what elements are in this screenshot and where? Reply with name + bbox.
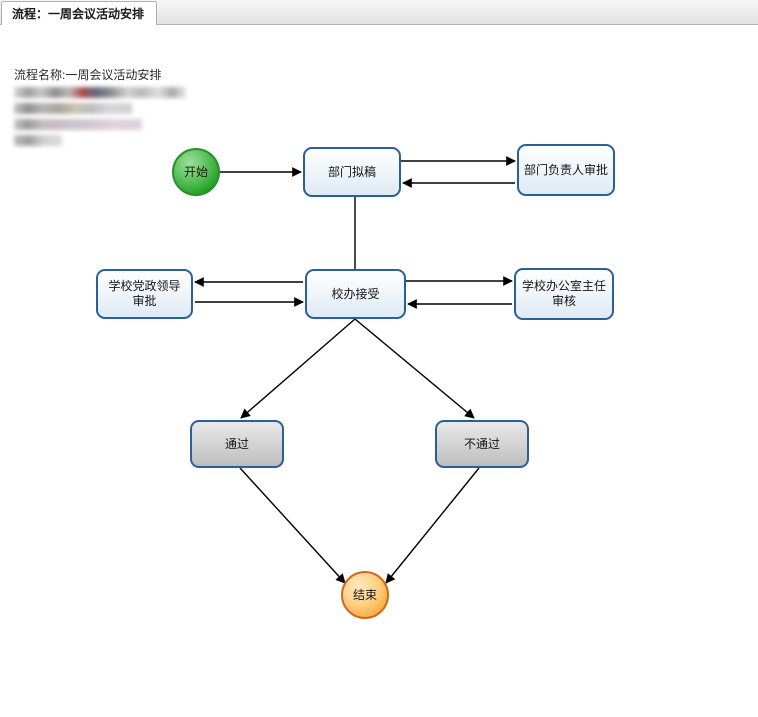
node-party-leader-approval-label: 学校党政领导审批 xyxy=(108,279,181,308)
edge-pass-to-end xyxy=(239,467,346,584)
node-school-office-receive[interactable]: 校办接受 xyxy=(305,269,406,319)
node-party-leader-approval[interactable]: 学校党政领导审批 xyxy=(96,269,193,319)
node-pass[interactable]: 通过 xyxy=(190,420,284,468)
node-dept-draft-label: 部门拟稿 xyxy=(327,164,376,179)
edge-layer xyxy=(194,156,516,584)
flowchart-canvas[interactable]: 流程名称:一周会议活动安排 xyxy=(0,25,758,717)
tab-bar: 流程：一周会议活动安排 xyxy=(0,0,758,25)
redacted-line xyxy=(14,103,132,114)
node-fail[interactable]: 不通过 xyxy=(435,420,529,468)
edge-schoolrecv-to-fail xyxy=(354,318,475,419)
process-name-label: 流程名称:一周会议活动安排 xyxy=(14,68,162,82)
node-school-office-receive-label: 校办接受 xyxy=(331,286,380,301)
redacted-line xyxy=(14,87,186,98)
edge-fail-to-end xyxy=(385,467,480,584)
node-office-director-review[interactable]: 学校办公室主任审核 xyxy=(514,268,614,320)
node-start[interactable]: 开始 xyxy=(172,148,220,196)
node-dept-draft[interactable]: 部门拟稿 xyxy=(303,147,401,197)
node-office-director-review-label: 学校办公室主任审核 xyxy=(521,279,606,308)
node-end[interactable]: 结束 xyxy=(341,571,389,619)
node-fail-label: 不通过 xyxy=(463,436,500,451)
tab-label: 流程：一周会议活动安排 xyxy=(12,7,145,21)
node-end-label: 结束 xyxy=(352,588,377,602)
tab-process-flow[interactable]: 流程：一周会议活动安排 xyxy=(1,1,158,25)
node-pass-label: 通过 xyxy=(224,436,249,451)
node-dept-head-approval-label: 部门负责人审批 xyxy=(524,162,609,177)
redacted-details xyxy=(14,87,234,146)
redacted-line xyxy=(14,135,62,146)
node-dept-head-approval[interactable]: 部门负责人审批 xyxy=(517,144,615,196)
node-start-label: 开始 xyxy=(183,165,208,179)
redacted-line xyxy=(14,119,142,130)
process-meta: 流程名称:一周会议活动安排 xyxy=(14,66,234,151)
edge-schoolrecv-to-pass xyxy=(240,318,356,419)
